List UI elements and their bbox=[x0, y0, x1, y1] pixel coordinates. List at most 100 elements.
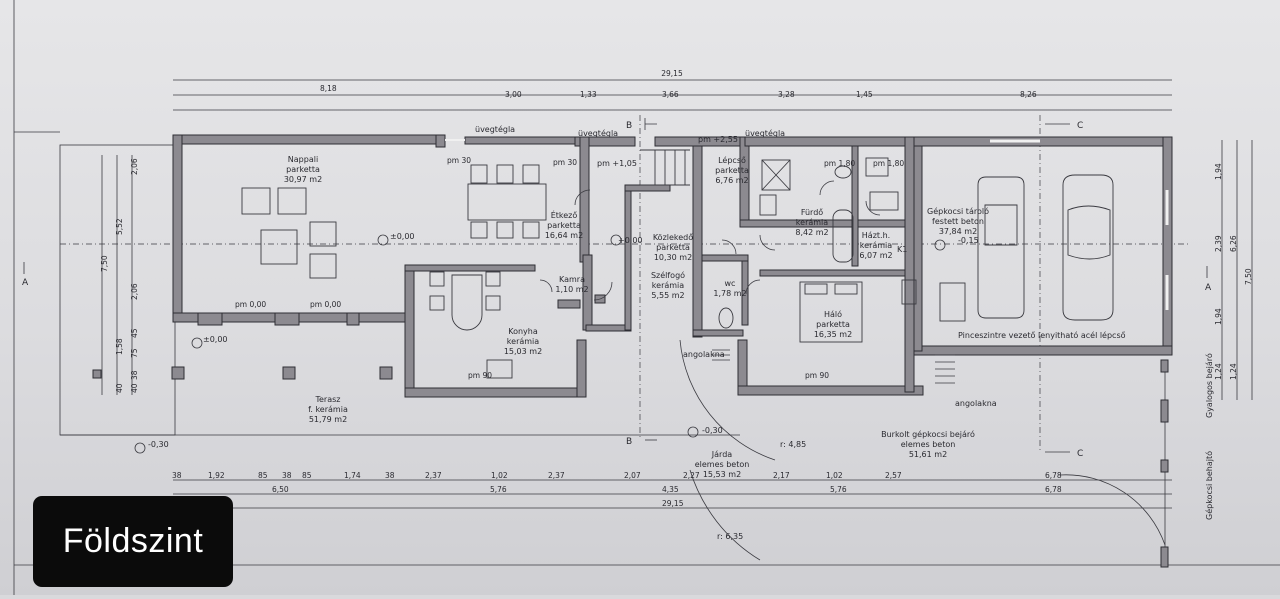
room-area-wc: 1,78 m2 bbox=[713, 289, 746, 298]
right-dim-4: 7,50 bbox=[1244, 268, 1253, 285]
level-living: ±0,00 bbox=[390, 232, 415, 241]
bottom-dim-3: 85 bbox=[258, 471, 268, 480]
room-name-halo: Háló bbox=[824, 309, 842, 319]
room-floor-lepcso: parketta bbox=[715, 166, 749, 175]
room-area-garage: 37,84 m2 bbox=[939, 227, 977, 236]
left-dim-1: 2,06 bbox=[130, 158, 139, 175]
room-area-jarda: 15,53 m2 bbox=[703, 470, 741, 479]
radius-2: r: 6,35 bbox=[717, 532, 743, 541]
room-floor-konyha: kerámia bbox=[507, 337, 539, 346]
room-name-furdo: Fürdő bbox=[801, 208, 823, 217]
bottom-dim2-5: 6,78 bbox=[1045, 485, 1062, 494]
left-dim-3: 7,50 bbox=[100, 255, 109, 272]
bottom-dim-9: 1,02 bbox=[491, 471, 508, 480]
walls bbox=[92, 134, 1173, 398]
left-dim-10: 40 bbox=[130, 383, 139, 393]
room-name-terasz: Terasz bbox=[314, 395, 340, 404]
left-dim-7: 75 bbox=[130, 348, 139, 358]
room-area-szelfogo: 5,55 m2 bbox=[651, 291, 684, 300]
room-floor-jarda: elemes beton bbox=[695, 460, 750, 469]
room-floor-halo: parketta bbox=[816, 320, 850, 329]
room-area-etkezo: 16,64 m2 bbox=[545, 231, 583, 240]
room-area-kozlekedo: 10,30 m2 bbox=[654, 253, 692, 262]
left-dim-6: 45 bbox=[130, 328, 139, 338]
room-name-szelfogo: Szélfogó bbox=[651, 270, 685, 280]
cellar-stair-note: Pinceszintre vezető lenyitható acél lépc… bbox=[958, 330, 1126, 340]
right-dim-3: 6,26 bbox=[1229, 235, 1238, 252]
level-terrace: ±0,00 bbox=[203, 335, 228, 344]
top-dim-6: 1,45 bbox=[856, 90, 873, 99]
section-b-top: B bbox=[626, 121, 632, 131]
bottom-dim-12: 2,27 bbox=[683, 471, 700, 480]
room-name-lepcso: Lépcső bbox=[718, 155, 746, 165]
room-floor-kozlekedo: parketta bbox=[656, 243, 690, 252]
bottom-dim-11: 2,07 bbox=[624, 471, 641, 480]
radius-1: r: 4,85 bbox=[780, 440, 806, 449]
room-floor-hazth: kerámia bbox=[860, 241, 892, 250]
section-a-left: A bbox=[22, 278, 29, 288]
light-well-1: angolakna bbox=[683, 350, 725, 359]
right-dim-5: 1,94 bbox=[1214, 308, 1223, 325]
top-dim-1: 8,18 bbox=[320, 84, 337, 93]
left-dim-2: 5,52 bbox=[115, 218, 124, 235]
level-marks bbox=[134, 234, 946, 454]
sill-stair-1: pm +1,05 bbox=[597, 159, 637, 168]
overall-dim-bottom: 29,15 bbox=[662, 499, 684, 508]
bottom-dim-7: 38 bbox=[385, 471, 395, 480]
floor-level-label: Földszint bbox=[62, 522, 204, 560]
top-dim-3: 1,33 bbox=[580, 90, 597, 99]
left-dim-5: 1,58 bbox=[115, 338, 124, 355]
right-dim-7: 1,24 bbox=[1229, 363, 1238, 380]
bottom-dim-4: 38 bbox=[282, 471, 292, 480]
room-area-hazth: 6,07 m2 bbox=[859, 251, 892, 260]
bottom-dim-6: 1,74 bbox=[344, 471, 361, 480]
room-name-nappali: Nappali bbox=[288, 155, 318, 164]
room-area-furdo: 8,42 m2 bbox=[795, 228, 828, 237]
room-area-kamra: 1,10 m2 bbox=[555, 285, 588, 294]
left-dim-8: 40 bbox=[115, 383, 124, 393]
room-name-kozlekedo: Közlekedő bbox=[653, 233, 693, 242]
top-dim-7: 8,26 bbox=[1020, 90, 1037, 99]
annotations: üvegtégla üvegtégla üvegtégla ±0,00 ±0,0… bbox=[148, 124, 1214, 541]
window-strips bbox=[445, 139, 1169, 310]
glass-brick-1: üvegtégla bbox=[475, 124, 515, 134]
furniture bbox=[241, 149, 1114, 379]
top-dimensions: 29,15 8,18 3,00 1,33 3,66 3,28 1,45 8,26 bbox=[173, 69, 1172, 111]
section-c-top: C bbox=[1077, 121, 1083, 131]
light-well-2: angolakna bbox=[955, 399, 997, 408]
room-floor-szelfogo: kerámia bbox=[652, 281, 684, 290]
section-markers: B B C C A A bbox=[22, 118, 1212, 459]
right-dimensions: 1,94 2,39 6,26 7,50 1,94 1,24 1,24 bbox=[1214, 140, 1253, 400]
overall-dim-top: 29,15 bbox=[661, 69, 683, 78]
room-floor-bejaro: elemes beton bbox=[901, 440, 956, 449]
bottom-dim-13: 2,17 bbox=[773, 471, 790, 480]
bottom-dim-16: 6,78 bbox=[1045, 471, 1062, 480]
room-area-bejaro: 51,61 m2 bbox=[909, 450, 947, 459]
section-c-bottom: C bbox=[1077, 449, 1083, 459]
sill-kitchen: pm 90 bbox=[468, 371, 492, 380]
pedestrian-entrance: Gyalogos bejáró bbox=[1204, 353, 1214, 418]
sill-bath: pm 1,80 bbox=[824, 159, 855, 168]
top-dim-4: 3,66 bbox=[662, 90, 679, 99]
room-labels: Nappali parketta 30,97 m2 Étkező parkett… bbox=[284, 155, 989, 479]
room-name-kamra: Kamra bbox=[559, 275, 585, 284]
sill-bedroom: pm 90 bbox=[805, 371, 829, 380]
fence-posts bbox=[1160, 359, 1169, 568]
room-floor-garage: festett beton bbox=[932, 217, 984, 226]
glass-brick-2: üvegtégla bbox=[578, 128, 618, 138]
bottom-dim-10: 2,37 bbox=[548, 471, 565, 480]
room-floor-furdo: kerámia bbox=[796, 218, 828, 227]
bottom-dim2-4: 5,76 bbox=[830, 485, 847, 494]
room-area-nappali: 30,97 m2 bbox=[284, 175, 322, 184]
bottom-dim-5: 85 bbox=[302, 471, 312, 480]
sill-living: pm 30 bbox=[447, 156, 471, 165]
floor-level-badge: Földszint bbox=[33, 496, 233, 587]
sill-utility: pm 1,80 bbox=[873, 159, 904, 168]
left-dim-9: 38 bbox=[130, 370, 139, 380]
left-dim-4: 2,06 bbox=[130, 283, 139, 300]
room-name-jarda: Járda bbox=[711, 450, 732, 459]
top-dim-5: 3,28 bbox=[778, 90, 795, 99]
room-area-terasz: 51,79 m2 bbox=[309, 415, 347, 424]
